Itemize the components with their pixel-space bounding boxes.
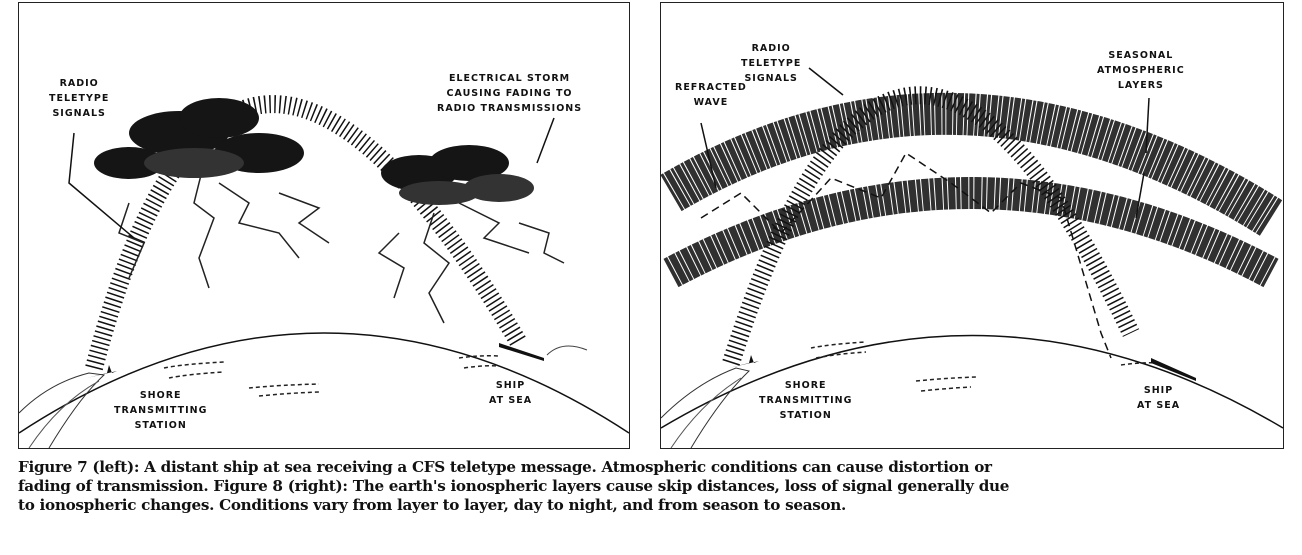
sea-waves [810, 341, 1162, 392]
label-ship-at-sea: SHIP AT SEA [1137, 385, 1181, 411]
pointer-arrow [808, 67, 844, 96]
caption-line: fading of transmission. Figure 8 (right)… [18, 477, 1010, 495]
label-shore-station: SHORE TRANSMITTING STATION [759, 380, 853, 421]
coastline [661, 367, 751, 448]
lightning-bolts [118, 162, 565, 324]
ship-icon [1151, 358, 1196, 381]
label-seasonal-layers: SEASONAL ATMOSPHERIC LAYERS [1097, 50, 1185, 91]
sea-waves [163, 355, 500, 397]
pointer-arrow [1145, 97, 1150, 154]
figure-caption: Figure 7 (left): A distant ship at sea r… [18, 458, 1288, 515]
label-radio-signals: RADIO TELETYPE SIGNALS [49, 78, 110, 119]
ionospheric-layer-lower [663, 177, 1279, 288]
figure-8-illustration [661, 67, 1283, 448]
label-refracted-wave: REFRACTED WAVE [675, 82, 747, 108]
label-electrical-storm: ELECTRICAL STORM CAUSING FADING TO RADIO… [437, 73, 583, 114]
refracted-wave [700, 151, 1112, 359]
ionospheric-layer-upper [661, 92, 1283, 236]
pointer-arrow [700, 122, 717, 189]
coastline [19, 372, 106, 448]
label-radio-signals: RADIO TELETYPE SIGNALS [741, 43, 802, 84]
caption-line: to ionospheric changes. Conditions vary … [18, 496, 847, 514]
ship-icon [499, 343, 544, 361]
shore-station-icon [729, 355, 759, 368]
figure-7-illustration [19, 95, 629, 448]
caption-line: Figure 7 (left): A distant ship at sea r… [18, 458, 992, 476]
label-ship-at-sea: SHIP AT SEA [489, 380, 533, 406]
label-shore-station: SHORE TRANSMITTING STATION [114, 390, 208, 431]
pointer-arrow [536, 117, 555, 164]
shore-station-icon [87, 365, 117, 378]
figure-8-panel: RADIO TELETYPE SIGNALS REFRACTED WAVE SE… [660, 2, 1284, 449]
earth-curve [19, 332, 629, 434]
earth-curve [661, 334, 1283, 429]
pointer-arrow [1135, 172, 1145, 219]
pointer-arrow [68, 132, 135, 239]
storm-clouds [94, 98, 534, 205]
figure-7-panel: RADIO TELETYPE SIGNALS ELECTRICAL STORM … [18, 2, 630, 449]
